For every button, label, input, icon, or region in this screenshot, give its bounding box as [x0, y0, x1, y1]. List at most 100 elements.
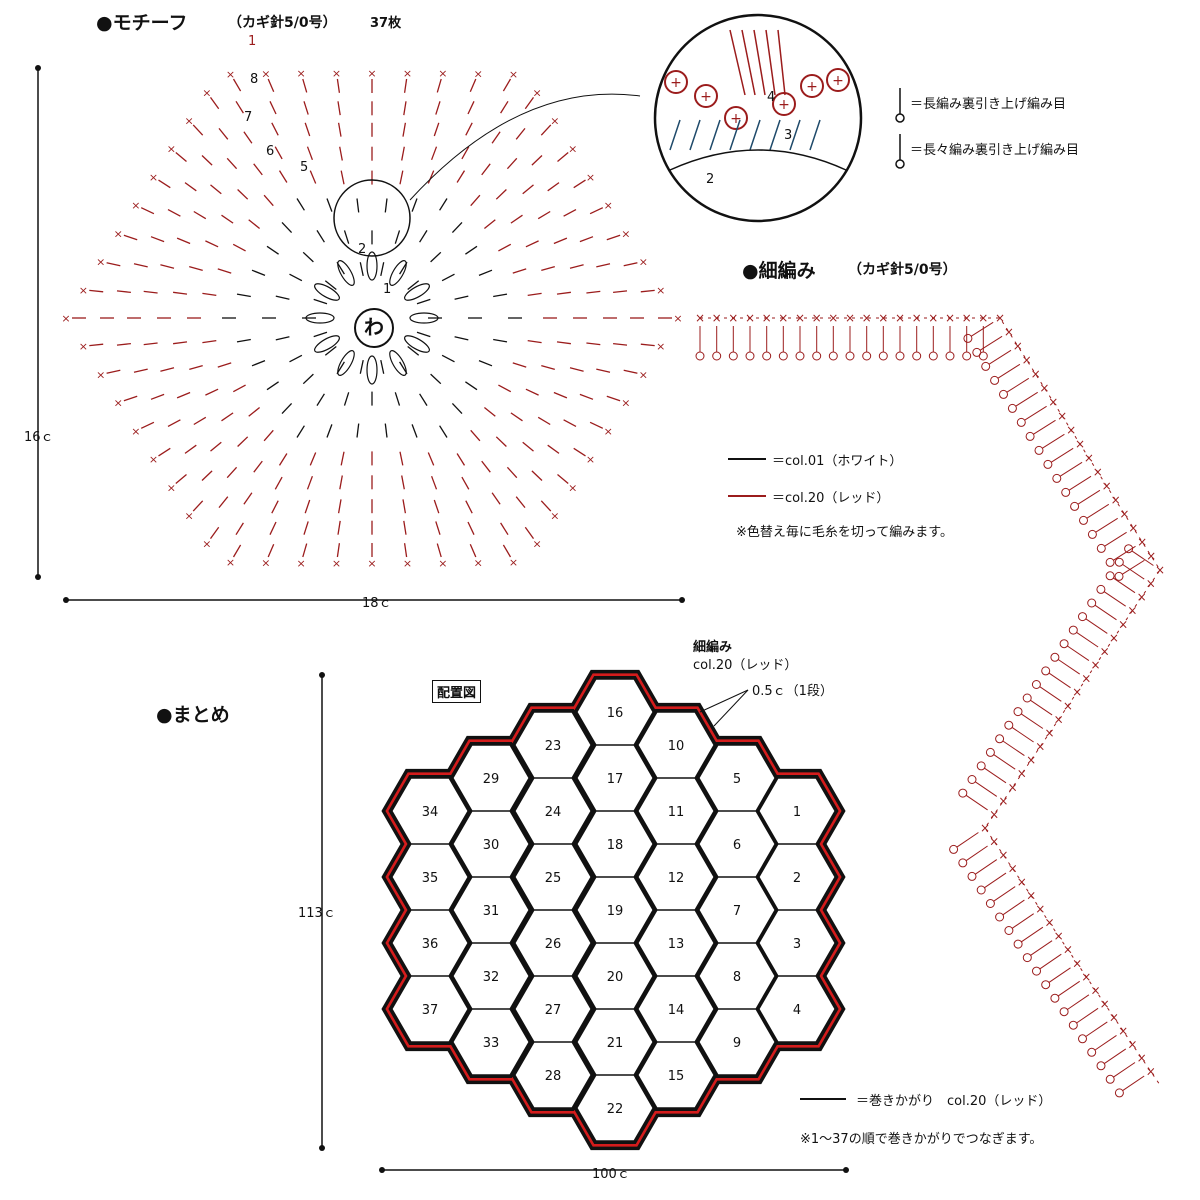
dc-stitch-mark: [769, 119, 781, 151]
stitch-mark: [988, 349, 1012, 365]
hexagon-motif: [698, 1008, 776, 1076]
single-crochet-mark: ×: [962, 311, 972, 325]
hexagon-number: 9: [733, 1036, 741, 1051]
stitch-mark: [359, 359, 364, 374]
hexagon-number: 13: [668, 937, 685, 952]
stitch-mark: [613, 342, 628, 346]
hexagon-number: 30: [483, 838, 500, 853]
stitch-mark: [433, 499, 440, 514]
single-crochet-mark: ×: [639, 256, 648, 269]
stitch-mark: [1113, 545, 1136, 561]
single-crochet-mark: ×: [989, 835, 999, 849]
hexagon-number: 26: [545, 937, 562, 952]
stitch-mark: [401, 146, 405, 161]
stitch-mark: [522, 184, 534, 195]
stitch-mark: [106, 369, 121, 374]
single-crochet-mark: ×: [149, 453, 158, 466]
petal-mark: [337, 350, 355, 376]
single-crochet-mark: ×: [1128, 521, 1138, 535]
stitch-mark: [275, 336, 290, 341]
zoom-pointer: [409, 93, 641, 201]
stitch-mark: [493, 293, 508, 298]
stitch-mark: [416, 331, 431, 338]
stitch-mark: [193, 416, 207, 426]
stitch-mark: [1104, 531, 1127, 547]
stitch-mark: [467, 101, 475, 115]
stitch-mark: [1033, 419, 1056, 435]
single-crochet-mark: ×: [989, 807, 999, 821]
stitch-mark: [828, 351, 838, 361]
stitch-mark: [340, 451, 345, 466]
single-crochet-mark: ×: [79, 340, 88, 353]
stitch-mark: [394, 392, 401, 406]
stitch-mark: [402, 499, 407, 514]
stitch-mark: [1087, 529, 1097, 539]
motif-chart: ××××××××××××××××××××××××××××××××××××××××…: [35, 65, 685, 603]
single-crochet-mark: ×: [167, 481, 176, 494]
stitch-mark: [274, 146, 283, 160]
fp-stitch-mark: [826, 68, 850, 92]
hexagon-number: 4: [793, 1003, 801, 1018]
hexagon-number: 29: [483, 772, 500, 787]
stitch-mark: [963, 333, 973, 343]
single-crochet-mark: ×: [586, 171, 595, 184]
stitch-mark: [456, 453, 466, 466]
single-crochet-mark: ×: [1039, 381, 1049, 395]
fp-stitch-mark: [664, 70, 688, 94]
single-crochet-mark: ×: [1075, 437, 1085, 451]
stitch-mark: [343, 230, 350, 244]
single-crochet-mark: ×: [1035, 902, 1045, 916]
stitch-mark: [324, 280, 337, 291]
single-crochet-mark: ×: [167, 143, 176, 156]
stitch-mark: [1007, 403, 1017, 413]
stitch-mark: [175, 152, 187, 162]
single-crochet-mark: ×: [862, 311, 872, 325]
stitch-mark: [1094, 604, 1117, 621]
stitch-mark: [1052, 473, 1062, 483]
stitch-mark: [556, 291, 571, 295]
single-crochet-mark: ×: [998, 794, 1008, 808]
stitch-mark: [217, 268, 232, 274]
stitch-mark: [557, 474, 569, 484]
single-crochet-mark: ×: [509, 68, 518, 81]
stitch-mark: [984, 872, 1007, 889]
stitch-mark: [253, 460, 263, 473]
motif-count: 37枚: [370, 16, 402, 31]
stitch-mark: [1011, 726, 1034, 743]
stitch-mark: [339, 475, 343, 490]
single-crochet-mark: ×: [1044, 916, 1054, 930]
dimension-end: [35, 574, 41, 580]
stitch-mark: [337, 520, 341, 535]
stitch-mark: [979, 335, 1003, 351]
stitch-mark: [515, 496, 526, 509]
stitch-mark: [465, 500, 473, 514]
hexagon-number: 6: [733, 838, 741, 853]
stitch-mark: [201, 470, 213, 481]
stitch-mark: [303, 101, 309, 115]
dc-stitch-mark: [789, 119, 801, 151]
stitch-mark: [435, 521, 441, 535]
stitch-mark: [236, 338, 251, 343]
stitch-mark: [160, 367, 175, 372]
bullet-icon: ●: [156, 704, 173, 726]
detail-row-number: 3: [784, 128, 793, 143]
stitch-mark: [537, 416, 551, 426]
stitch-mark: [275, 295, 290, 300]
stitch-mark: [441, 273, 455, 282]
stitch-mark: [336, 78, 341, 93]
hexagon-number: 37: [422, 1003, 439, 1018]
stitch-mark: [226, 466, 238, 479]
single-crochet-mark: ×: [795, 311, 805, 325]
stitch-mark: [525, 240, 539, 248]
stitch-mark: [579, 236, 594, 243]
single-crochet-mark: ×: [745, 311, 755, 325]
stitch-mark: [1011, 913, 1034, 929]
stitch-mark: [339, 146, 343, 161]
stitch-mark: [337, 122, 342, 137]
stitch-mark: [1095, 517, 1118, 533]
stitch-mark: [1070, 501, 1080, 511]
dc-stitch-mark: [689, 119, 701, 151]
stitch-mark: [430, 146, 438, 161]
stitch-mark: [461, 476, 470, 490]
fp-stitch-mark: [724, 106, 748, 130]
